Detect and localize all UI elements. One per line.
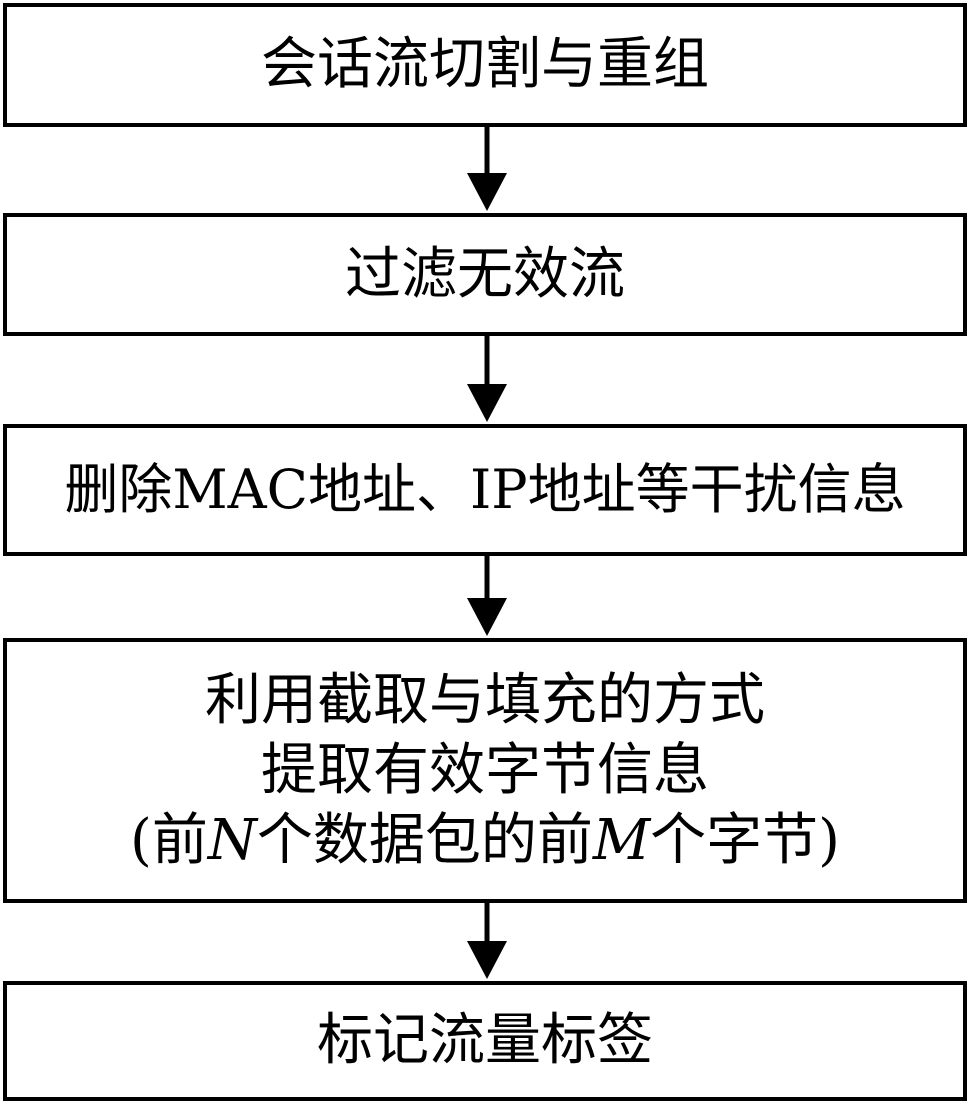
- flow-step-4-line-3-part-3: 个字节): [650, 807, 841, 873]
- flow-step-4-var-n: N: [207, 807, 257, 873]
- flow-step-3: 删除MAC地址、IP地址等干扰信息: [3, 424, 967, 556]
- flow-step-4-line-1: 利用截取与填充的方式: [205, 667, 765, 733]
- flow-step-5-label: 标记流量标签: [317, 1008, 653, 1074]
- flow-step-2: 过滤无效流: [3, 213, 967, 336]
- flow-step-4-line-2: 提取有效字节信息: [261, 737, 709, 803]
- flow-arrow-2: [0, 336, 975, 424]
- flow-step-4-line-3-part-1: (前: [129, 807, 208, 873]
- flow-arrow-1: [0, 127, 975, 213]
- flow-step-4-line-3: (前N个数据包的前M个字节): [130, 806, 840, 876]
- flow-step-1: 会话流切割与重组: [3, 3, 967, 127]
- flow-step-1-label: 会话流切割与重组: [261, 32, 709, 98]
- flow-step-4: 利用截取与填充的方式 提取有效字节信息 (前N个数据包的前M个字节): [3, 638, 967, 903]
- flow-step-5: 标记流量标签: [3, 981, 967, 1101]
- flow-step-2-label: 过滤无效流: [345, 241, 625, 307]
- flow-step-4-var-m: M: [592, 807, 651, 873]
- flow-arrow-4: [0, 903, 975, 981]
- flow-step-4-line-3-part-2: 个数据包的前: [256, 807, 593, 873]
- flow-step-3-label: 删除MAC地址、IP地址等干扰信息: [64, 457, 906, 521]
- flow-arrow-3: [0, 556, 975, 638]
